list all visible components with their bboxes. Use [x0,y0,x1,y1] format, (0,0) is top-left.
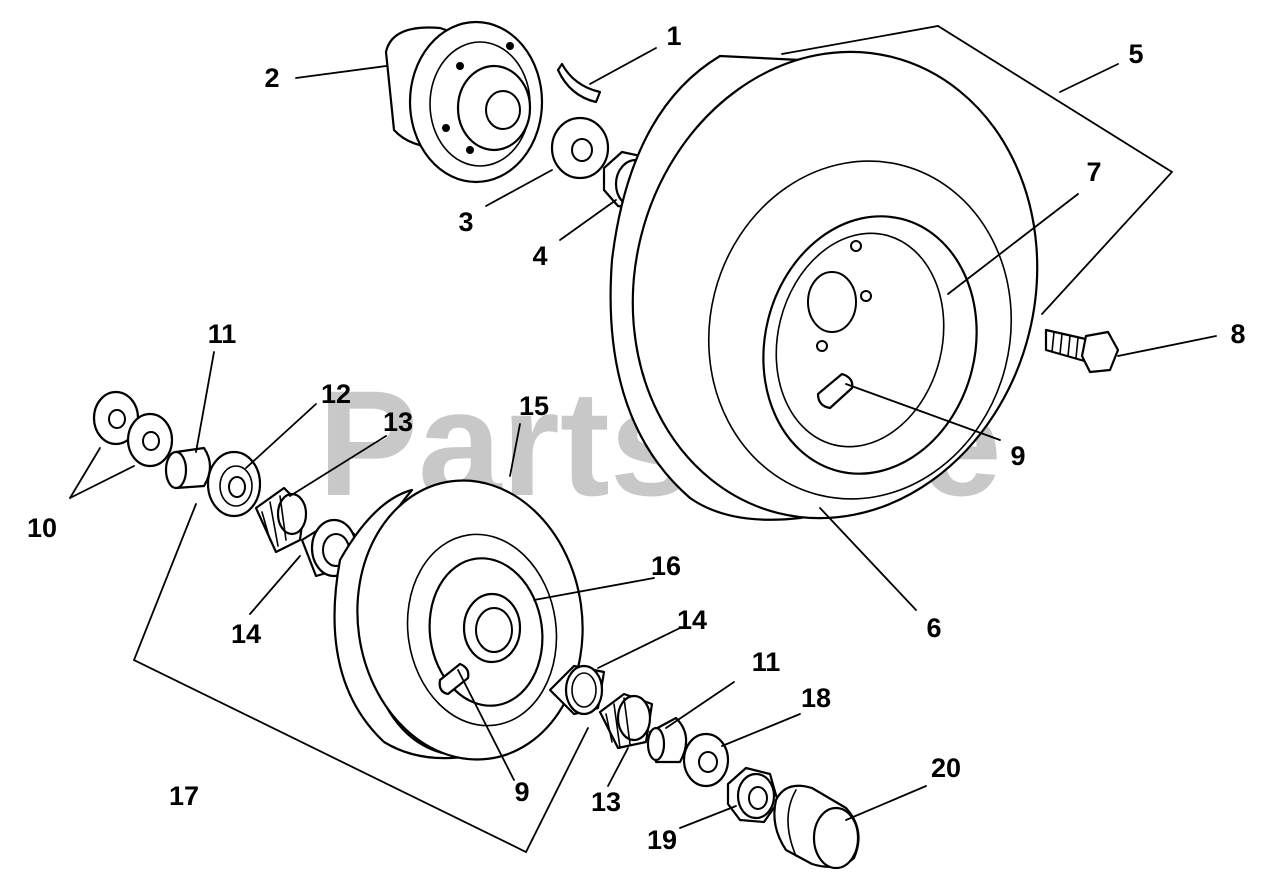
callout-5[interactable]: 5 [1128,39,1143,69]
callout-13-upper[interactable]: 13 [383,407,413,437]
part-washer[interactable] [550,116,610,180]
part-cone-bearing-upper[interactable] [254,486,308,554]
part-washers[interactable] [92,390,174,468]
callout-9-upper[interactable]: 9 [1010,441,1025,471]
callout-6[interactable]: 6 [926,613,941,643]
part-large-tire[interactable] [584,9,1086,562]
bracket-lines [69,25,1174,854]
callout-18[interactable]: 18 [801,683,831,713]
callout-10[interactable]: 10 [27,513,57,543]
callout-7[interactable]: 7 [1086,157,1101,187]
part-small-tire[interactable] [333,466,601,774]
part-bearing-cup-lower[interactable] [548,664,606,716]
callout-15[interactable]: 15 [519,391,549,421]
part-spacer-left[interactable] [164,446,212,490]
part-spacer-lower[interactable] [646,716,688,764]
callout-3[interactable]: 3 [458,207,473,237]
callout-2[interactable]: 2 [264,63,279,93]
callout-16[interactable]: 16 [651,551,681,581]
callout-numbers: 1 2 3 4 5 6 7 8 9 9 10 11 11 12 13 13 14… [27,21,1246,855]
callout-19[interactable]: 19 [647,825,677,855]
callout-12[interactable]: 12 [321,379,351,409]
callout-1[interactable]: 1 [666,21,681,51]
callout-9-lower[interactable]: 9 [514,777,529,807]
leader-lines [195,47,1217,829]
part-key[interactable] [556,62,602,104]
callout-13-lower[interactable]: 13 [591,787,621,817]
callout-20[interactable]: 20 [931,753,961,783]
callout-11-lower[interactable]: 11 [752,647,781,677]
callout-17[interactable]: 17 [169,781,199,811]
part-washer-lower[interactable] [682,732,730,788]
part-cone-bearing-lower[interactable] [598,692,654,750]
callout-11-upper[interactable]: 11 [208,319,237,349]
callout-8[interactable]: 8 [1230,319,1245,349]
callout-14-lower[interactable]: 14 [677,605,707,635]
part-nut-lower[interactable] [726,766,780,824]
part-axle-cap[interactable] [773,784,860,870]
callout-4[interactable]: 4 [532,241,547,271]
part-hub[interactable] [384,20,544,184]
part-grease-fitting[interactable] [1044,328,1120,374]
callout-14-upper[interactable]: 14 [231,619,261,649]
